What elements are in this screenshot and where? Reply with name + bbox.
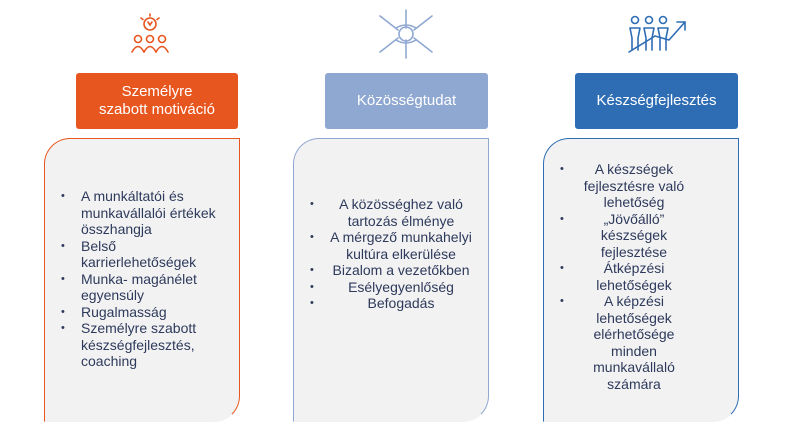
list-item: A közösséghez való tartozás élménye <box>310 196 472 229</box>
header-skill-development: Készségfejlesztés <box>575 73 738 129</box>
joined-hands-icon <box>379 9 433 59</box>
list-item: A munkáltatói és munkavállalói értékek ö… <box>61 188 229 238</box>
card-community: A közösséghez való tartozás élménye A mé… <box>293 138 489 422</box>
header-personalized-motivation: Személyre szabott motiváció <box>76 73 238 129</box>
list-item: A képzési lehetőségek elérhetősége minde… <box>560 293 688 392</box>
header-community: Közösségtudat <box>325 73 488 129</box>
list-item: Befogadás <box>310 295 472 312</box>
list-item: Rugalmasság <box>61 304 229 321</box>
header-label: Készségfejlesztés <box>596 92 717 109</box>
list-item: A mérgező munkahelyi kultúra elkerülése <box>310 229 472 262</box>
header-line-1: Személyre <box>121 83 193 100</box>
list-item: Belső karrierlehetőségek <box>61 238 229 271</box>
bullet-list: A munkáltatói és munkavállalói értékek ö… <box>45 188 239 370</box>
lightbulb-team-icon <box>131 13 169 53</box>
list-item: Esélyegyenlőség <box>310 279 472 296</box>
card-personalized-motivation: A munkáltatói és munkavállalói értékek ö… <box>44 138 240 422</box>
bullet-list: A készségek fejlesztésre való lehetőség … <box>544 161 738 392</box>
list-item: Bizalom a vezetőkben <box>310 262 472 279</box>
header-label: Közösségtudat <box>356 92 457 109</box>
list-item: Személyre szabott készségfejlesztés, coa… <box>61 320 229 370</box>
card-skill-development: A készségek fejlesztésre való lehetőség … <box>543 138 739 422</box>
bullet-list: A közösséghez való tartozás élménye A mé… <box>294 196 488 312</box>
people-growth-arrow-icon <box>628 15 686 53</box>
list-item: A készségek fejlesztésre való lehetőség <box>560 161 688 211</box>
list-item: Munka- magánélet egyensúly <box>61 271 229 304</box>
list-item: „Jövőálló” készségek fejlesztése <box>560 211 688 261</box>
header-line-2: szabott motiváció <box>99 101 215 118</box>
list-item: Átképzési lehetőségek <box>560 260 688 293</box>
